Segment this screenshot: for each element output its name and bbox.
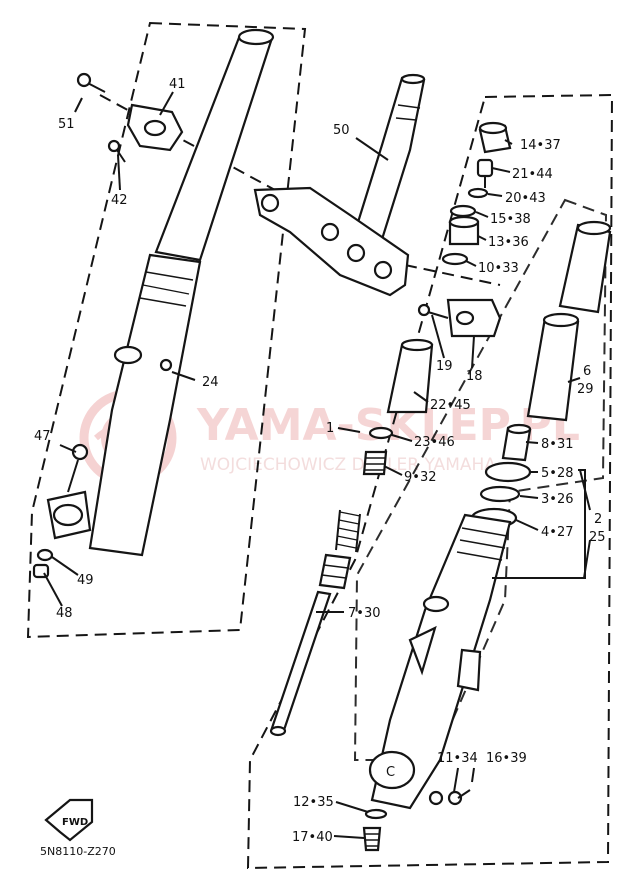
- callout-9-32: 9•32: [404, 470, 436, 485]
- callout-21-44: 21•44: [512, 167, 553, 182]
- part-41-handlebar-holder: [126, 103, 184, 152]
- callout-41: 41: [169, 77, 186, 92]
- callout-47: 47: [34, 429, 51, 444]
- part-21-valve: [476, 158, 494, 188]
- part-48-49-nut-washer: [32, 548, 54, 579]
- callout-25: 25: [589, 530, 606, 545]
- dashed-link-right: [404, 264, 501, 286]
- callout-10-33: 10•33: [478, 261, 519, 276]
- left-fork-axle-lug: [46, 490, 92, 540]
- callout-8-31: 8•31: [541, 437, 573, 452]
- callout-15-38: 15•38: [490, 212, 531, 227]
- part-8-bushing: [501, 423, 532, 462]
- part-7-damper-rod: [269, 553, 352, 737]
- right-fork-dashed-outline: [246, 93, 614, 870]
- part-29-inner-tube-lower: [526, 312, 580, 422]
- under-bracket: [253, 186, 410, 297]
- part-9-spring-seat: [362, 450, 388, 476]
- callout-11-34: 11•34: [437, 751, 478, 766]
- leader-lines: [43, 91, 591, 839]
- callout-49: 49: [77, 573, 94, 588]
- part-42-bolt: [107, 139, 126, 163]
- part-15-washer: [449, 204, 477, 218]
- part-19-bolt: [417, 303, 449, 319]
- part-11-washer: [428, 790, 444, 806]
- part-10-o-ring: [441, 252, 469, 266]
- left-fork-outer-tube: [88, 253, 202, 557]
- callout-50: 50: [333, 123, 350, 138]
- callout-7-30: 7•30: [348, 606, 380, 621]
- part-18-clamp: [446, 298, 502, 338]
- svg-text:C: C: [386, 765, 395, 780]
- part-13-cap: [448, 215, 480, 246]
- part-14-cap-bolt: [478, 121, 512, 154]
- left-fork-tube: [154, 28, 275, 262]
- callout-13-36: 13•36: [488, 235, 529, 250]
- callout-19: 19: [436, 359, 453, 374]
- part-47-bolt: [67, 443, 89, 493]
- callout-23-46: 23•46: [414, 435, 455, 450]
- part-12-washer: [364, 808, 388, 820]
- callout-labels: 51 41 42 50 24 47 49 48 14•37 21•44 20•4…: [34, 77, 606, 858]
- right-fork-outer-tube: C: [368, 513, 512, 810]
- diagram-code: 5N8110-Z270: [40, 845, 116, 858]
- callout-4-27: 4•27: [541, 525, 573, 540]
- part-6-inner-tube: [558, 220, 612, 314]
- part-23-washer: [368, 426, 394, 440]
- part-17-bolt: [362, 826, 382, 852]
- part-51-bolt: [76, 72, 106, 93]
- callout-18: 18: [466, 369, 483, 384]
- callout-42: 42: [111, 193, 128, 208]
- fwd-label: FWD: [62, 817, 88, 828]
- callout-22-45: 22•45: [430, 398, 471, 413]
- watermark-subtitle: WOJCIECHOWICZ DEALER YAMAHA: [200, 455, 496, 475]
- fork-spring-upper: [335, 509, 361, 553]
- fwd-arrow-icon: FWD: [44, 798, 94, 842]
- callout-17-40: 17•40: [292, 830, 333, 845]
- part-16-bolt: [447, 789, 471, 806]
- callout-14-37: 14•37: [520, 138, 561, 153]
- callout-5-28: 5•28: [541, 466, 573, 481]
- callout-51: 51: [58, 117, 75, 132]
- callout-16-39: 16•39: [486, 751, 527, 766]
- callout-2: 2: [594, 512, 602, 527]
- part-3-retaining-clip: [479, 485, 521, 503]
- callout-3-26: 3•26: [541, 492, 573, 507]
- part-20-o-ring: [467, 187, 489, 199]
- dashed-link-left: [99, 94, 276, 191]
- callout-12-35: 12•35: [293, 795, 334, 810]
- part-22-spacer: [386, 338, 434, 414]
- callout-29: 29: [577, 382, 594, 397]
- part-5-dust-seal: [484, 461, 532, 483]
- callout-6: 6: [583, 364, 591, 379]
- callout-1: 1: [326, 421, 334, 436]
- callout-24: 24: [202, 375, 219, 390]
- callout-48: 48: [56, 606, 73, 621]
- callout-20-43: 20•43: [505, 191, 546, 206]
- left-fork-dashed-outline: [26, 21, 307, 639]
